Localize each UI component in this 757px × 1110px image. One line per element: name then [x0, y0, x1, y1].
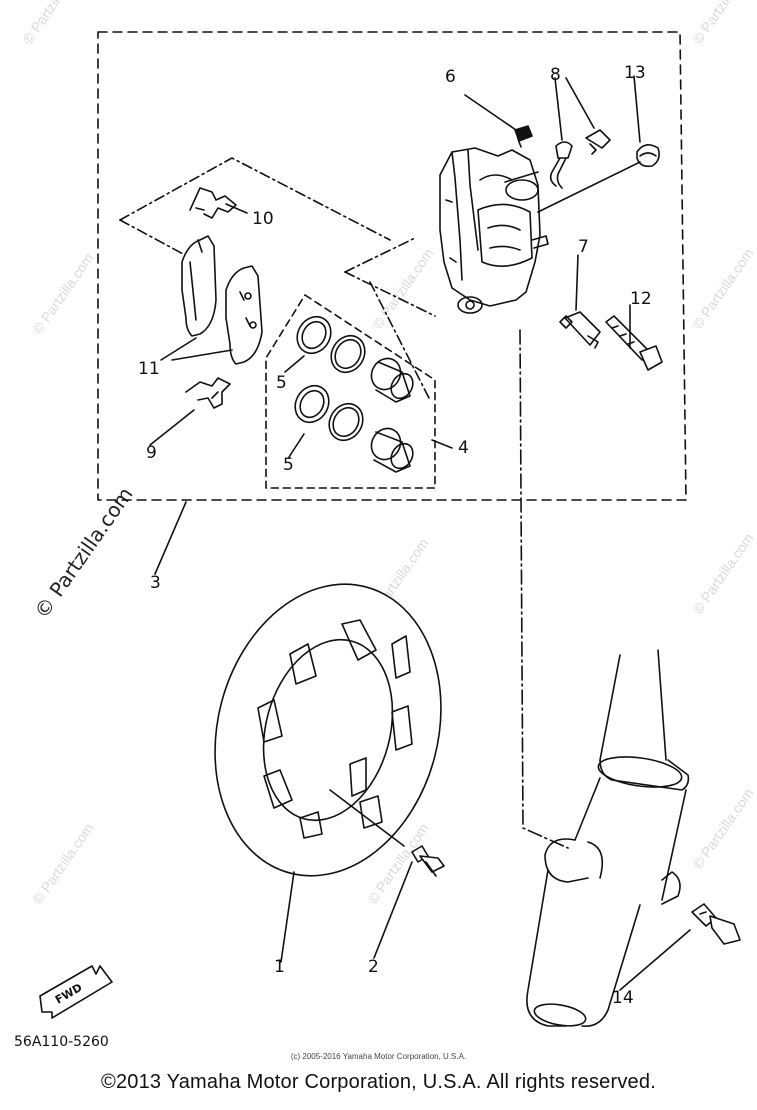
- caliper-bolt: [691, 903, 741, 945]
- pad-group-line: [119, 157, 391, 241]
- callout-5: 5: [276, 373, 287, 393]
- piston-seal: [294, 384, 330, 424]
- callout-9: 9: [146, 443, 157, 463]
- bolt: [605, 315, 663, 371]
- piston-seal: [296, 315, 332, 355]
- watermark: © Partzilla.com: [29, 250, 96, 336]
- copyright-main: ©2013 Yamaha Motor Corporation, U.S.A. A…: [101, 1071, 656, 1093]
- disc-bolt: [411, 845, 445, 877]
- brake-disc: [214, 583, 442, 877]
- pad-spring: [189, 187, 237, 219]
- front-fork: [526, 649, 690, 1027]
- dust-seal: [330, 334, 366, 374]
- piston-line: [369, 281, 431, 401]
- callout-2: 2: [368, 957, 379, 977]
- watermark: © Partzilla.com: [369, 245, 436, 331]
- leader-lines: [149, 75, 691, 991]
- callout-3: 3: [150, 573, 161, 593]
- pin: [559, 311, 601, 349]
- callout-4: 4: [458, 438, 469, 458]
- dust-seal: [328, 402, 364, 442]
- watermark: © Partzilla.com: [29, 820, 96, 906]
- pad-support: [185, 377, 231, 409]
- callout-8: 8: [550, 65, 561, 85]
- watermark: © Partzilla.com: [689, 785, 756, 871]
- watermark: © Partzilla.com: [689, 245, 756, 331]
- watermark: © Partzilla.com: [689, 0, 756, 47]
- copyright-small: (c) 2005-2016 Yamaha Motor Corporation, …: [290, 1052, 467, 1061]
- watermark-dark: © Partzilla.com: [29, 483, 137, 623]
- callout-10: 10: [252, 209, 274, 229]
- piston: [370, 427, 414, 473]
- pad-group-line: [344, 237, 416, 273]
- pad-group-line: [344, 271, 436, 317]
- watermark: © Partzilla.com: [689, 530, 756, 616]
- caliper-assembly-box: [97, 31, 687, 501]
- cap: [636, 144, 660, 168]
- watermark: © Partzilla.com: [19, 0, 86, 47]
- callout-12: 12: [630, 289, 652, 309]
- drawing-code: 56A110-5260: [14, 1034, 109, 1050]
- piston: [370, 357, 414, 403]
- callouts: 1 2 3 4 5 5 6 7 8 9 10 11 12 13 14: [138, 63, 652, 1008]
- caliper-body: [439, 147, 549, 314]
- mount-line: [519, 329, 569, 849]
- callout-5: 5: [283, 455, 294, 475]
- callout-1: 1: [274, 957, 285, 977]
- brake-pad-left: [181, 235, 217, 337]
- callout-6: 6: [445, 67, 456, 87]
- callout-13: 13: [624, 63, 646, 83]
- bleed-screw-assembly: [549, 129, 611, 189]
- pad-group-line: [119, 219, 186, 256]
- seal-kit-box: [265, 294, 436, 489]
- callout-11: 11: [138, 359, 160, 379]
- forward-arrow-icon: [39, 965, 113, 1019]
- brake-pad-right: [225, 265, 263, 365]
- callout-14: 14: [612, 988, 634, 1008]
- bleed-cap: [514, 125, 533, 148]
- callout-7: 7: [578, 237, 589, 257]
